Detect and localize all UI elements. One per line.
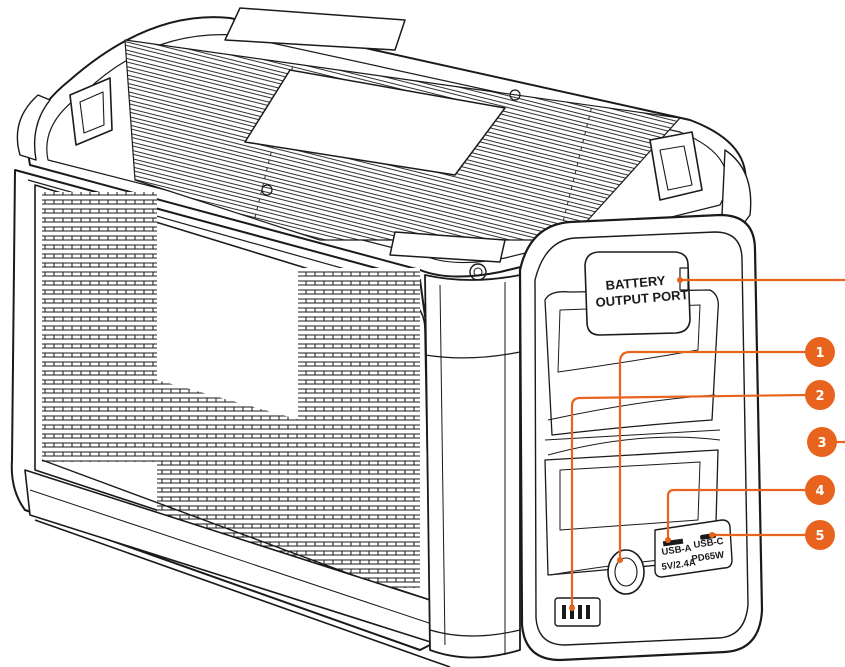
side-vent-left: [42, 192, 157, 462]
side-vent-right: [298, 268, 420, 588]
callout-number-2: 2: [815, 389, 824, 404]
front-corner-pillar: [425, 275, 520, 658]
corner-handle-right: [650, 132, 702, 200]
device-body: [12, 8, 762, 667]
callout-1: 1: [805, 337, 835, 367]
callout-5: 5: [805, 520, 835, 550]
battery-level-indicator: [555, 598, 600, 626]
callout-number-3: 3: [817, 436, 826, 451]
callout-number-4: 4: [815, 484, 824, 499]
callout-4: 4: [805, 475, 835, 505]
dc-port: [608, 550, 644, 594]
callout-number-5: 5: [815, 529, 824, 544]
callout-2: 2: [805, 380, 835, 410]
callout-3: 3: [807, 427, 837, 457]
callout-number-1: 1: [815, 346, 824, 361]
